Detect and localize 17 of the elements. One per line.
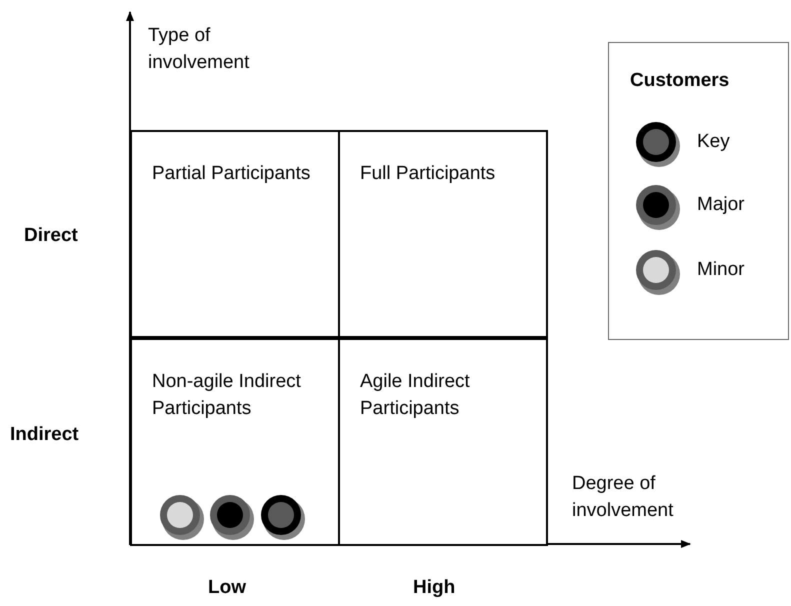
legend-title: Customers	[630, 69, 730, 93]
legend-label: Minor	[697, 258, 745, 282]
quadrant-box	[130, 130, 340, 338]
row-label: Direct	[24, 224, 78, 248]
quadrant-box	[338, 338, 548, 546]
legend-label: Major	[697, 193, 745, 217]
quadrant-label: Non-agile Indirect Participants	[152, 370, 302, 421]
axis-title: Type of involvement	[148, 24, 250, 75]
column-label: Low	[208, 576, 246, 600]
quadrant-label: Full Participants	[360, 162, 496, 186]
column-label: High	[413, 576, 456, 600]
axis-title: Degree of involvement	[572, 472, 674, 523]
quadrant-label: Agile Indirect Participants	[360, 370, 471, 421]
legend-label: Key	[697, 130, 730, 154]
quadrant-box	[338, 130, 548, 338]
quadrant-label: Partial Participants	[152, 162, 312, 186]
row-label: Indirect	[10, 423, 79, 447]
